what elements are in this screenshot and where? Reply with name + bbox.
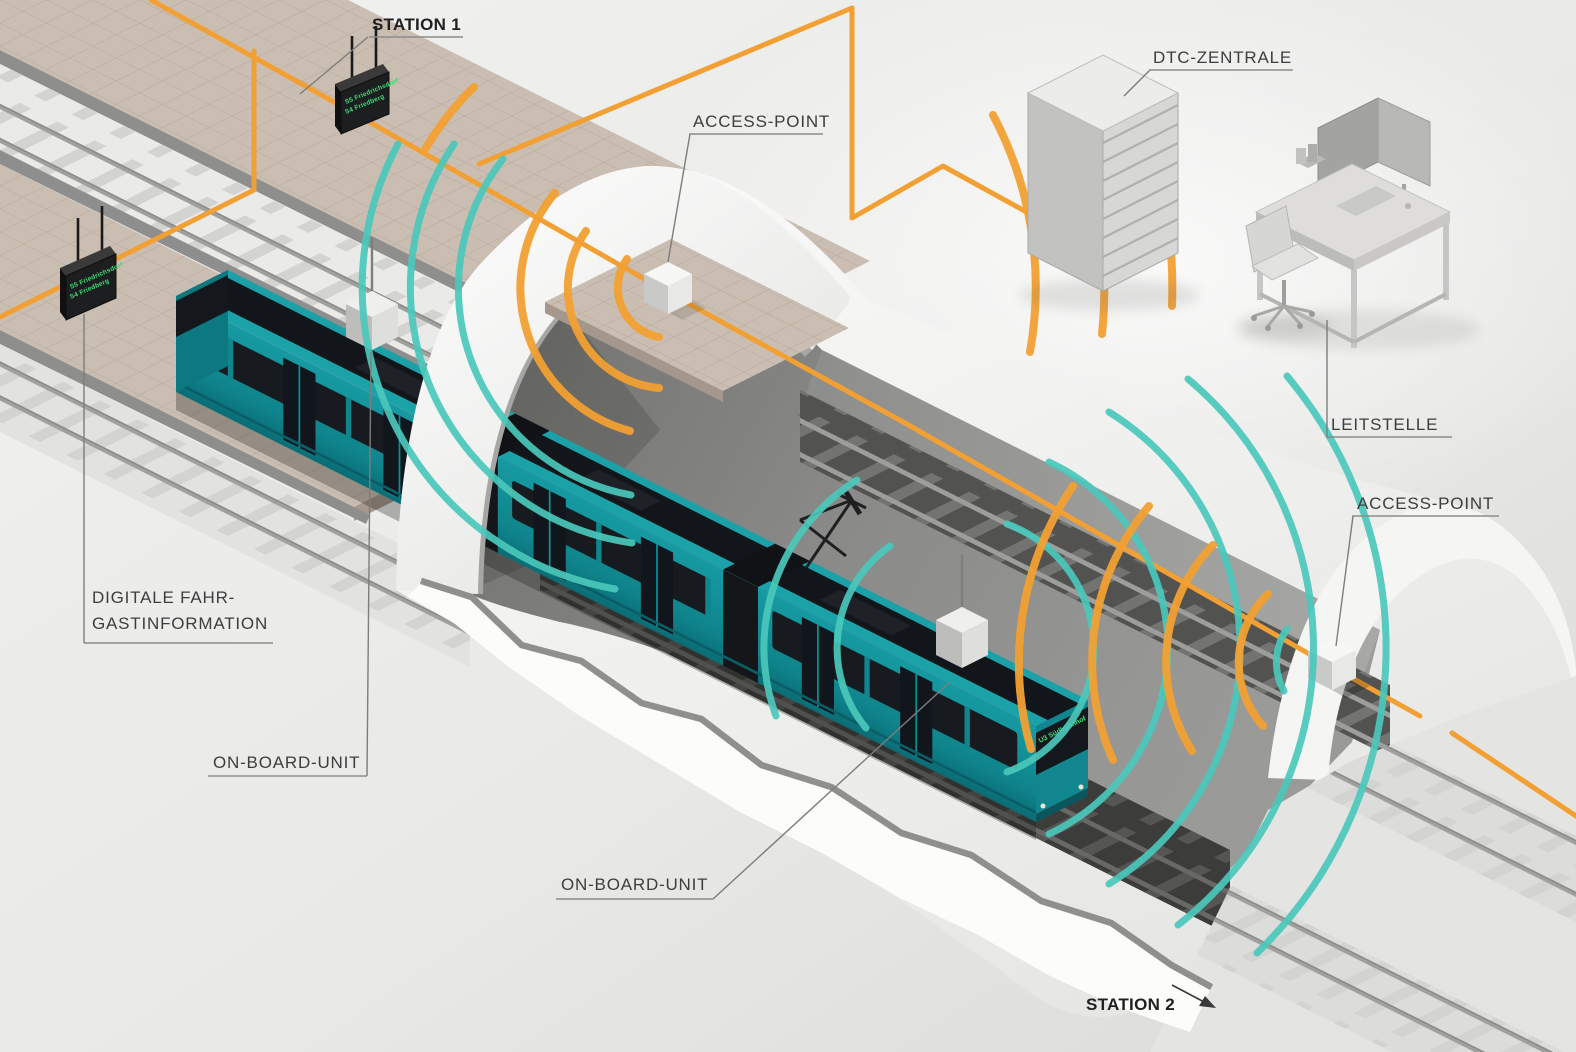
train-shadow [176,392,1036,840]
label-station-1: STATION 1 [372,15,461,34]
label-dfi-line1: DIGITALE FAHR- [92,588,236,607]
passenger-info-board-1: S5 Friedrichsdorf S4 Friedberg [335,26,400,135]
label-on-board-unit-station: ON-BOARD-UNIT [213,753,361,772]
label-access-point-top: ACCESS-POINT [693,112,831,131]
label-dfi-line2: GASTINFORMATION [92,614,269,634]
on-board-unit-2 [936,554,988,668]
access-point-1 [644,262,706,320]
label-station-2: STATION 2 [1086,995,1175,1014]
cutaway-edge [408,577,1214,1032]
label-on-board-unit-tunnel: ON-BOARD-UNIT [561,875,709,894]
label-digitale-fahrgastinformation: DIGITALE FAHR- GASTINFORMATION [92,585,268,638]
control-desk [1237,97,1480,350]
signal-waves [358,83,1390,957]
leader-lines [83,36,1499,1008]
server-rack [1020,54,1200,311]
office-chair [1245,205,1319,331]
label-leitstelle: LEITSTELLE [1331,415,1439,434]
station2-arrow [1171,984,1216,1008]
label-access-point-right: ACCESS-POINT [1357,494,1495,513]
label-dtc-zentrale: DTC-ZENTRALE [1153,48,1292,67]
passenger-info-board-2: S5 Friedrichsdorf S4 Friedberg [60,206,125,321]
